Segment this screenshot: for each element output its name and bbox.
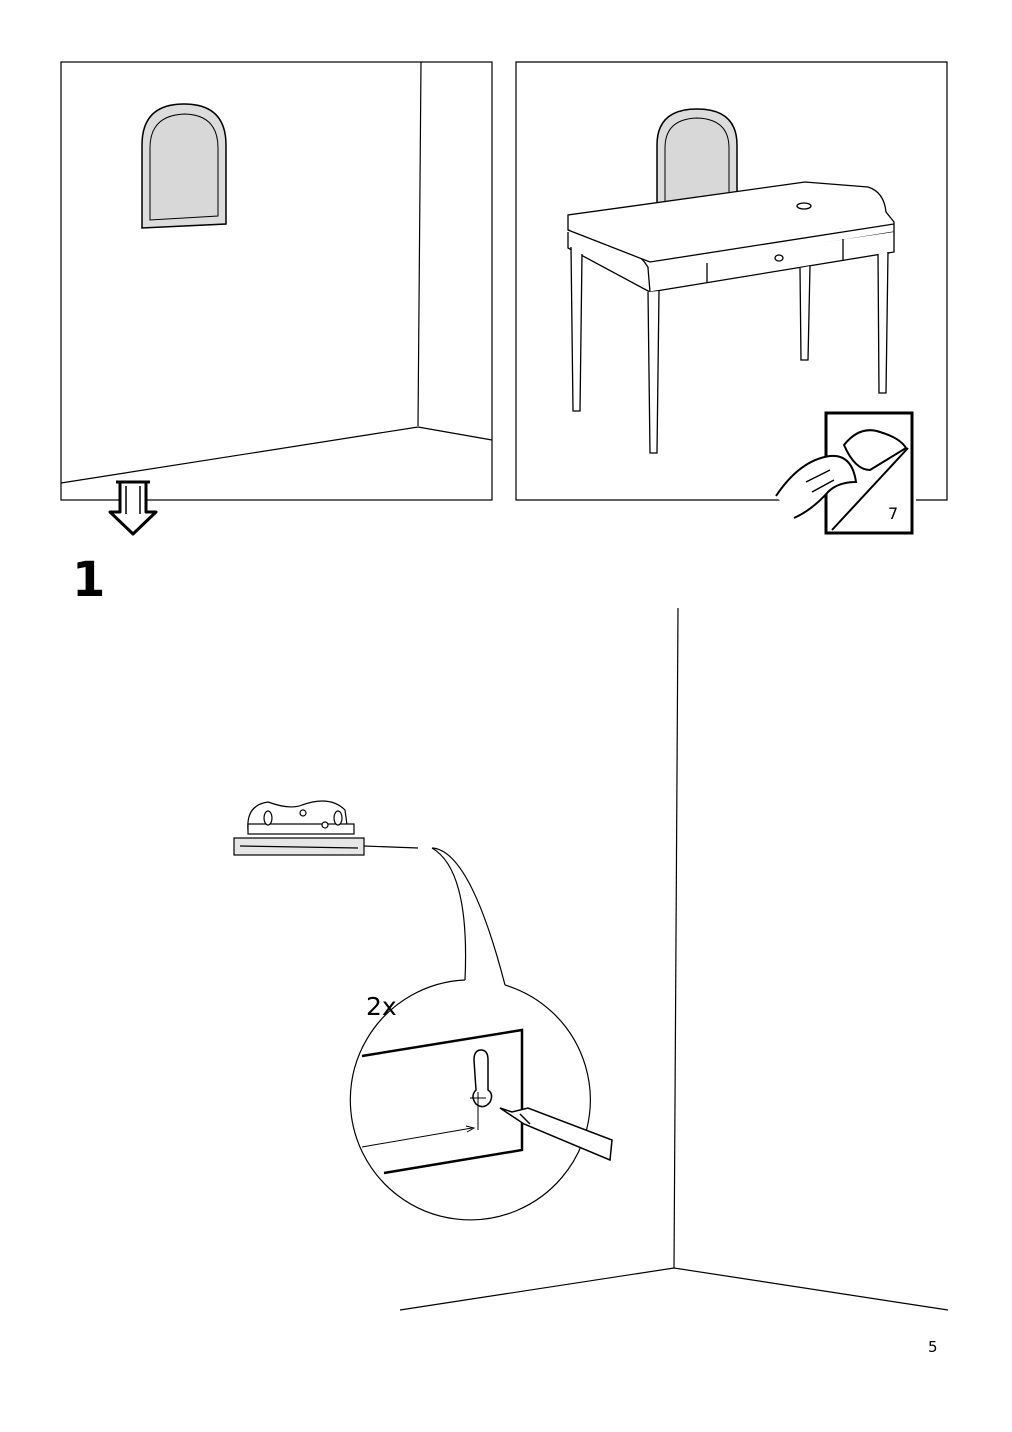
desk-icon [567, 181, 895, 454]
reference-page-label: 7 [888, 504, 899, 523]
pencil-icon [499, 1107, 613, 1162]
detail-callout [349, 847, 591, 1221]
step-number: 1 [72, 552, 106, 608]
quantity-label: 2x [366, 992, 397, 1021]
wall-mirror-icon [141, 103, 227, 229]
page-number: 5 [928, 1338, 938, 1356]
detail-view [361, 1028, 524, 1175]
page-reference-icon [775, 411, 914, 535]
room-corner [399, 607, 949, 1311]
mounting-rail-icon [233, 800, 419, 856]
